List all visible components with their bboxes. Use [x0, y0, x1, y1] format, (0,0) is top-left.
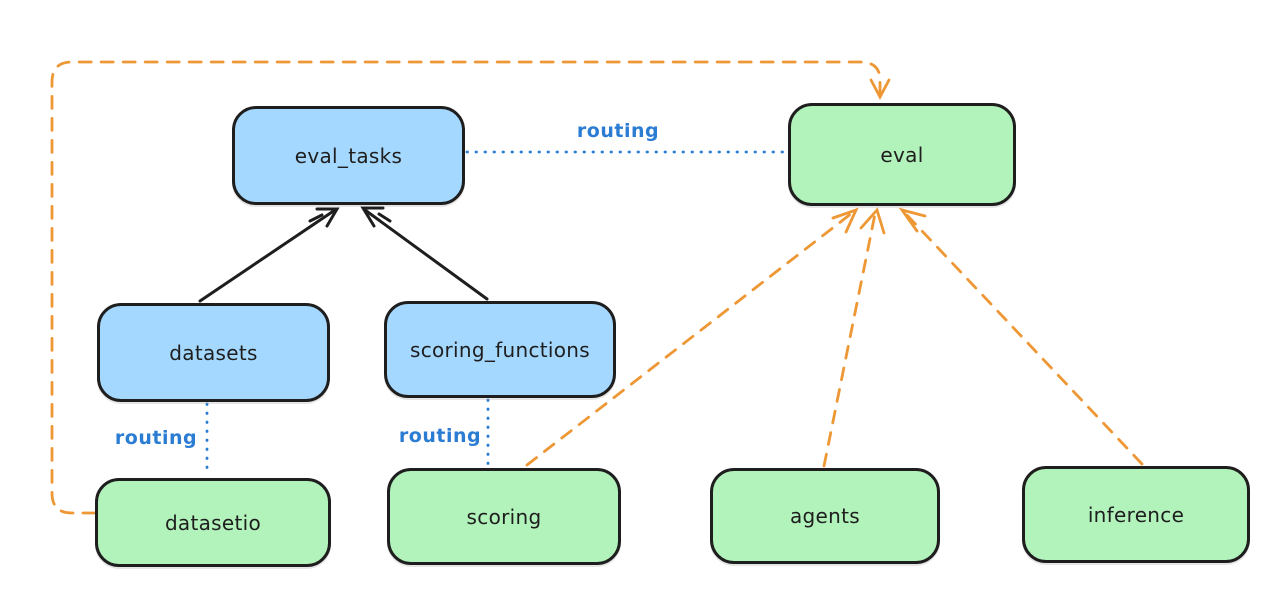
- edge-agents-eval-dashed: [822, 212, 877, 468]
- node-agents: agents: [710, 468, 940, 564]
- edge-scoring-eval-dashed: [525, 211, 854, 467]
- arrowhead-inference-eval: [898, 207, 927, 233]
- node-scoring-label: scoring: [466, 504, 542, 529]
- edge-scoring_functions-eval_tasks-arrow: [363, 208, 489, 301]
- arrowhead-datasets-eval_tasks: [308, 207, 340, 228]
- edge-label-routing-eval_tasks-eval: routing: [576, 120, 660, 142]
- node-scoring: scoring: [387, 468, 621, 565]
- edge-inference-eval-dashed: [904, 212, 1144, 466]
- node-datasetio-label: datasetio: [164, 510, 262, 535]
- edge-datasetio-eval-dashed-loop: [50, 60, 882, 515]
- node-scoring_functions-label: scoring_functions: [409, 337, 591, 362]
- edge-label-routing-scoring_functions-scoring: routing: [398, 425, 482, 447]
- arrowhead-agents-eval: [859, 207, 886, 235]
- node-inference-label: inference: [1087, 502, 1185, 527]
- node-scoring_functions: scoring_functions: [384, 301, 616, 398]
- node-eval_tasks-label: eval_tasks: [294, 143, 403, 168]
- node-eval: eval: [788, 103, 1016, 206]
- arrowhead-datasetio-eval: [869, 78, 891, 100]
- node-eval_tasks: eval_tasks: [232, 106, 465, 205]
- node-datasets-label: datasets: [169, 340, 258, 365]
- node-eval-label: eval: [880, 142, 924, 167]
- node-agents-label: agents: [790, 504, 860, 528]
- arrowhead-scoring_functions-eval_tasks: [360, 206, 392, 228]
- edge-datasets-eval_tasks-arrow: [198, 208, 337, 303]
- node-datasets: datasets: [97, 303, 330, 402]
- node-datasetio: datasetio: [95, 478, 331, 567]
- node-inference: inference: [1022, 466, 1250, 563]
- arrowhead-scoring-eval: [831, 207, 859, 234]
- edge-label-routing-datasets-datasetio: routing: [114, 427, 198, 449]
